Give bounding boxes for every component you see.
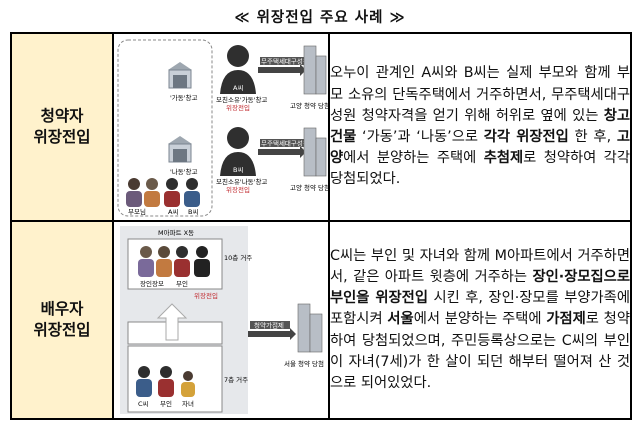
person-a-note2: 위장전입 (226, 103, 250, 112)
arrow-up-icon (156, 303, 188, 341)
desc-text: ‘가동’과 ‘나동’으로 (356, 129, 484, 145)
floor-10-label: 10층 거주 (224, 253, 252, 262)
desc-text: 오누이 관계인 A씨와 B씨는 실제 부모와 함께 부모 소유의 단독주택에서 … (330, 65, 630, 124)
family-label-parents: 부모님 (128, 207, 146, 216)
desc-emphasis: 추첨제 (483, 150, 524, 167)
desc-text: 시킨 후, 장인·장모를 부양가족에 포함시켜 (330, 290, 630, 328)
person-b-note2: 위장전입 (226, 185, 250, 194)
cases-table: 청약자 위장전입 '가동'창고 (10, 32, 632, 420)
arrow-right-icon (248, 328, 296, 340)
row-label-line: 위장전입 (33, 128, 91, 146)
desc-emphasis: 창고건물 (330, 107, 630, 145)
row-label-line: 배우자 (40, 300, 84, 318)
case-description-spouse: C씨는 부인 및 자녀와 함께 M아파트에서 거주하면서, 같은 아파트 윗층에… (328, 220, 632, 420)
tag-box-points (250, 321, 290, 329)
family-icon (126, 178, 200, 207)
apartment-building-icon (303, 45, 327, 177)
case-description-applicant: 오누이 관계인 A씨와 B씨는 실제 부모와 함께 부모 소유의 단독주택에서 … (328, 32, 632, 222)
desc-text: 한 후, (568, 129, 617, 145)
tag-box-b (260, 139, 304, 147)
desc-text: 에서 분양하는 주택에 (413, 311, 547, 328)
desc-emphasis: 장인·장모집으로 부인을 위장전입 (330, 268, 630, 307)
row-label-line: 청약자 (40, 107, 84, 125)
desc-text: 에서 분양하는 주택에 (343, 150, 484, 167)
apartment-name: M아파트 X동 (158, 228, 194, 237)
case-row-applicant: 청약자 위장전입 '가동'창고 (10, 32, 632, 222)
desc-text: 로 청약하여 당첨되었으며, 주민등록상으로는 C씨의 부인이 자녀(7세)가 … (330, 311, 630, 391)
illustration-spouse-svg: M아파트 X동 10층 거주 7층 거주 장인장모 부인 위장전 (120, 226, 324, 414)
family-label-b: B씨 (188, 208, 198, 216)
person-a-icon (220, 45, 256, 94)
person-b-label: B씨 (233, 166, 243, 174)
row-label-spouse: 배우자 위장전입 (10, 220, 114, 420)
wife-label-upper: 부인 (176, 279, 188, 288)
arrow-right-icon (258, 146, 306, 158)
tag-a: 무주택세대구성원 (261, 57, 309, 66)
desc-emphasis: 고양 (330, 129, 630, 167)
win-label-seoul: 서울 청약 당첨 (284, 359, 324, 368)
person-a-note1: 모친소유'가동'창고 (216, 95, 267, 104)
apartment-building-icon (297, 303, 323, 353)
row-label-applicant: 청약자 위장전입 (10, 32, 114, 222)
c-label: C씨 (138, 400, 149, 408)
illustration-applicant-svg: '가동'창고 '나동'창고 부모님 (117, 39, 328, 217)
arrow-right-icon (258, 64, 306, 76)
row-label-line: 위장전입 (33, 321, 91, 339)
desc-emphasis: 가점제 (546, 311, 586, 328)
wife-label-lower: 부인 (160, 399, 172, 408)
win-label-a: 고양 청약 당첨 (290, 101, 328, 110)
garage-a-label: '가동'창고 (170, 93, 198, 102)
child-label: 자녀 (182, 399, 194, 408)
garage-b-label: '나동'창고 (170, 167, 198, 176)
case-row-spouse: 배우자 위장전입 M아파트 X동 10층 거주 7층 거주 (10, 220, 632, 420)
desc-text: 로 청약하여 각각 당첨되었다. (330, 150, 630, 188)
family-icon (136, 366, 195, 397)
person-b-icon (220, 127, 256, 176)
fake-move-label: 위장전입 (194, 291, 218, 300)
in-laws-label: 장인장모 (140, 279, 164, 288)
desc-emphasis: 서울 (387, 311, 414, 328)
win-label-b: 고양 청약 당첨 (290, 183, 328, 192)
tag-box-a (260, 57, 304, 65)
tag-b: 무주택세대구성원 (261, 139, 309, 148)
case-illustration-spouse: M아파트 X동 10층 거주 7층 거주 장인장모 부인 위장전 (112, 220, 330, 420)
case-illustration-applicant: '가동'창고 '나동'창고 부모님 (112, 32, 330, 222)
in-laws-icon (138, 246, 210, 277)
family-label-a: A씨 (168, 208, 178, 216)
floor-7-label: 7층 거주 (224, 375, 248, 384)
page-title: ≪ 위장전입 주요 사례 ≫ (234, 10, 406, 26)
points-tag: 청약가점제 (254, 321, 284, 330)
desc-emphasis: 각각 위장전입 (483, 129, 569, 145)
desc-text: C씨는 부인 및 자녀와 함께 M아파트에서 거주하면서, 같은 아파트 윗층에… (330, 247, 630, 285)
garage-a-icon (168, 62, 192, 89)
person-b-note1: 모친소유'나동'창고 (216, 177, 267, 186)
person-a-label: A씨 (233, 84, 243, 92)
garage-b-icon (168, 136, 192, 163)
